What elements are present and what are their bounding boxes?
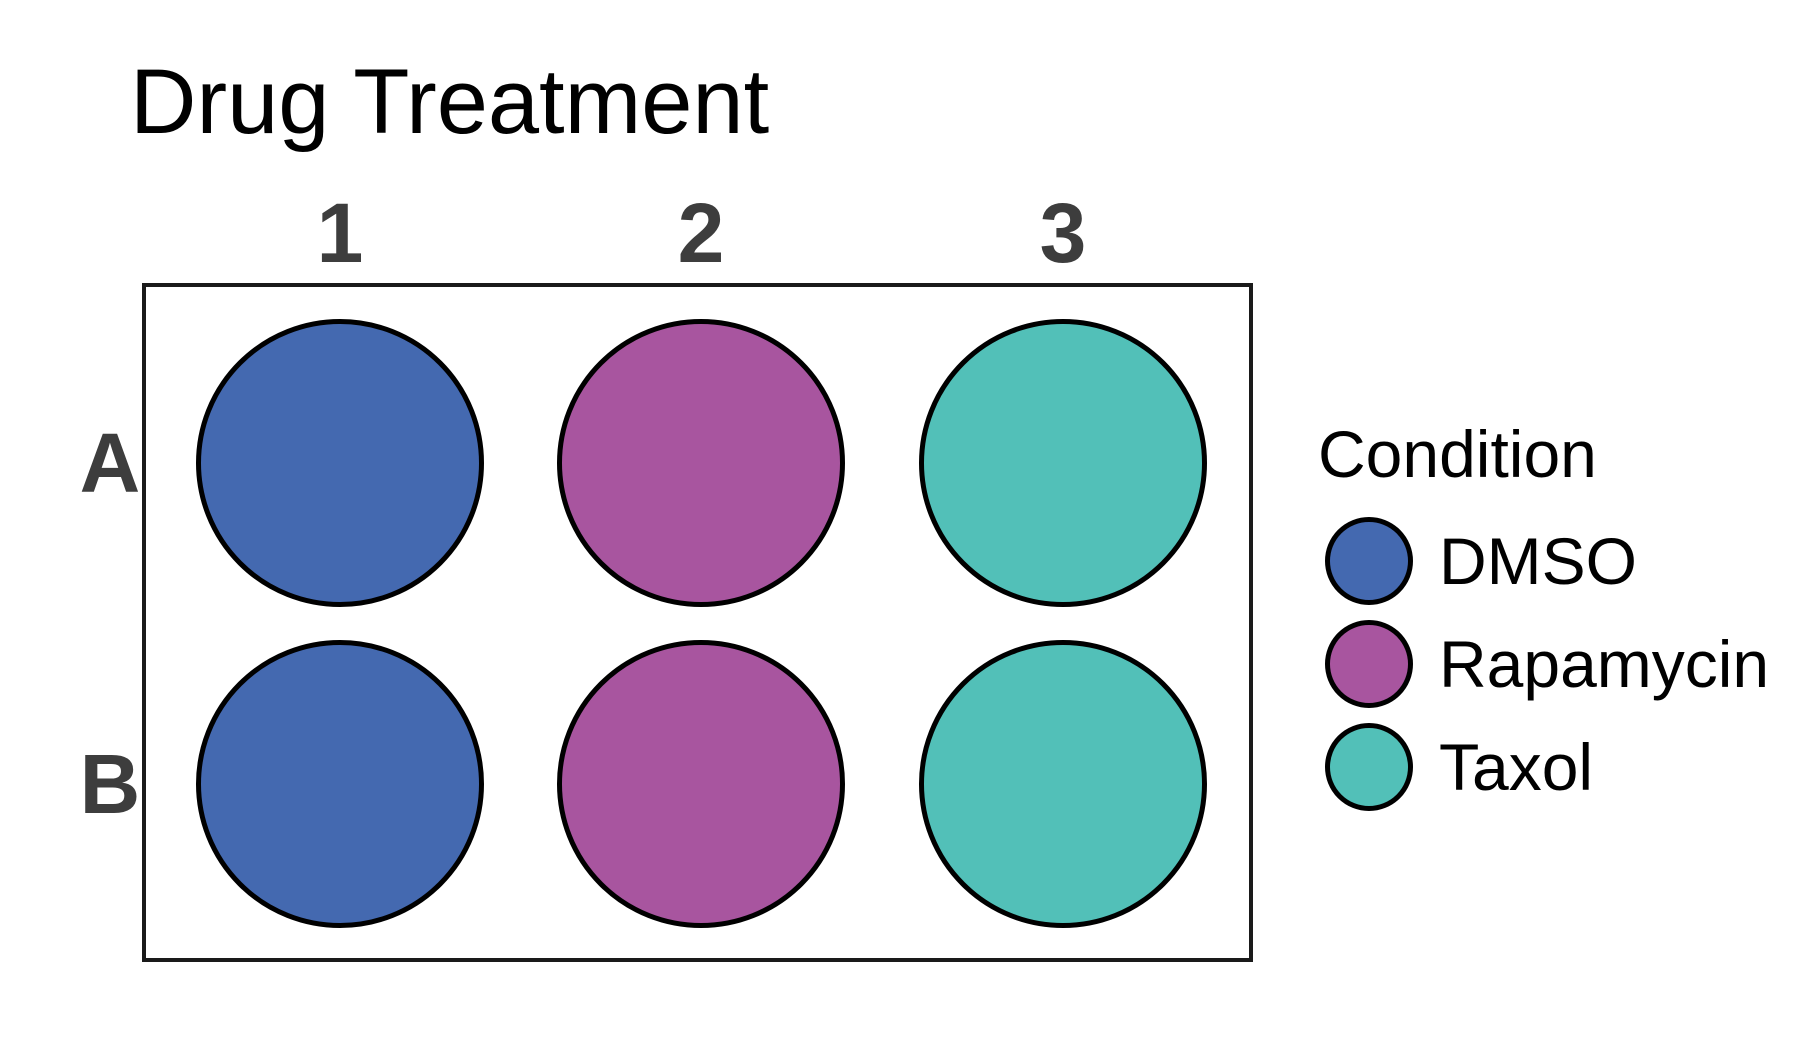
- well-A2: [557, 319, 845, 607]
- well-B3: [919, 640, 1207, 928]
- legend-swatch-circle: [1325, 619, 1413, 708]
- well-B2: [557, 640, 845, 928]
- legend-title: Condition: [1318, 417, 1597, 491]
- row-label-B: B: [79, 737, 141, 831]
- legend-item-label: Rapamycin: [1439, 626, 1770, 701]
- well-A1: [196, 319, 484, 607]
- legend-items: DMSO Rapamycin Taxol: [1325, 509, 1769, 818]
- legend-item-label: Taxol: [1439, 729, 1594, 804]
- row-label-A: A: [79, 416, 141, 510]
- column-label-1: 1: [316, 186, 364, 280]
- legend-swatch-circle: [1325, 722, 1413, 811]
- column-label-2: 2: [677, 186, 725, 280]
- plate-outline: [142, 283, 1253, 962]
- legend-item-rapamycin: Rapamycin: [1325, 612, 1769, 715]
- legend-swatch-circle: [1325, 516, 1413, 605]
- well-B1: [196, 640, 484, 928]
- column-label-3: 3: [1039, 186, 1087, 280]
- well-A3: [919, 319, 1207, 607]
- legend-item-taxol: Taxol: [1325, 715, 1769, 818]
- figure-title: Drug Treatment: [130, 51, 770, 153]
- legend-item-dmso: DMSO: [1325, 509, 1769, 612]
- legend: Condition DMSO Rapamycin Taxol: [1318, 417, 1769, 811]
- legend-item-label: DMSO: [1439, 523, 1637, 598]
